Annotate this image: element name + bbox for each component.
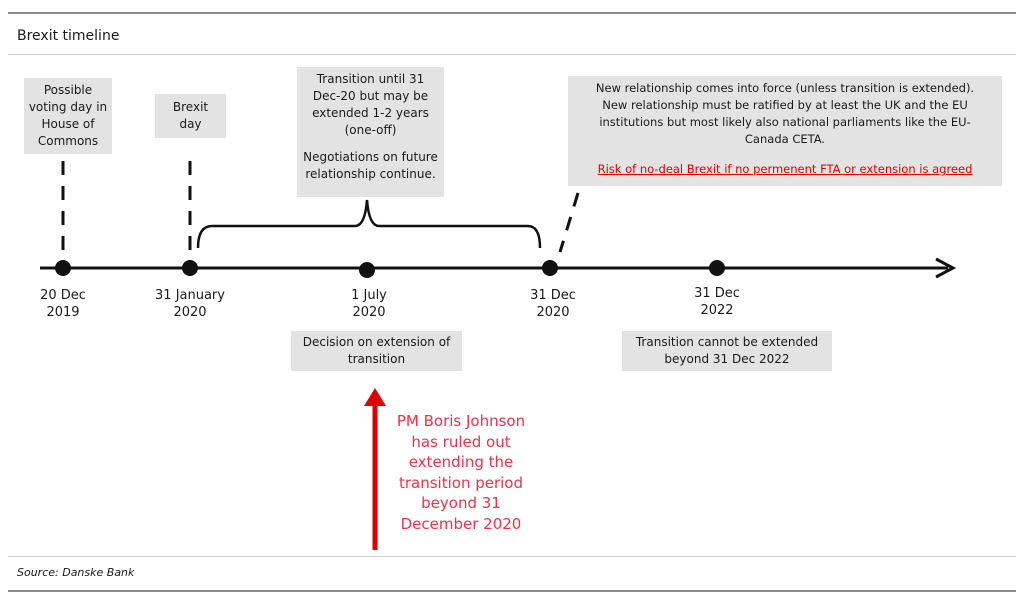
note-line: extending the — [408, 453, 514, 471]
dashed-connector-new-relationship — [558, 192, 580, 253]
transition-line: Negotiations on future — [303, 150, 438, 164]
milestone-dot-31dec2020 — [542, 260, 558, 276]
date-1jul2020: 1 July 2020 — [329, 287, 409, 321]
date-line: 1 July — [351, 288, 387, 303]
date-31dec2020: 31 Dec 2020 — [513, 287, 593, 321]
new-relationship-line: Canada CETA. — [744, 132, 826, 146]
decision-line: Decision on extension of — [302, 335, 451, 349]
johnson-note: PM Boris Johnson has ruled out extending… — [380, 411, 542, 534]
milestone-dot-31dec2022 — [709, 260, 725, 276]
decision-box: Decision on extension of transition — [291, 331, 462, 371]
date-31jan2020: 31 January 2020 — [140, 287, 240, 321]
note-line: transition period — [398, 473, 523, 492]
top-rule — [8, 12, 1016, 14]
brexit-day-line: day — [179, 117, 202, 131]
cannot-extend-box: Transition cannot be extended beyond 31 … — [622, 331, 832, 371]
source-divider — [8, 556, 1016, 557]
transition-line: Transition until 31 — [316, 72, 425, 86]
date-line: 2020 — [173, 305, 207, 320]
note-line: beyond 31 — [421, 494, 501, 512]
voting-day-line: Commons — [37, 134, 99, 148]
date-31dec2022: 31 Dec 2022 — [677, 285, 757, 319]
milestone-dot-20dec2019 — [55, 260, 71, 276]
date-line: 2020 — [536, 305, 570, 320]
new-relationship-line: institutions but most likely also nation… — [599, 115, 971, 129]
date-line: 2019 — [46, 305, 80, 320]
date-line: 31 Dec — [694, 286, 740, 301]
new-relationship-line: New relationship comes into force (unles… — [595, 81, 975, 95]
page-title: Brexit timeline — [17, 28, 120, 44]
transition-line: Dec-20 but may be — [312, 89, 429, 103]
transition-box: Transition until 31 Dec-20 but may be ex… — [297, 67, 444, 197]
date-20dec2019: 20 Dec 2019 — [23, 287, 103, 321]
brexit-day-box: Brexit day — [155, 94, 226, 138]
date-line: 2020 — [352, 305, 386, 320]
transition-brace — [196, 199, 542, 249]
cannot-extend-line: beyond 31 Dec 2022 — [664, 352, 790, 366]
cannot-extend-line: Transition cannot be extended — [635, 335, 819, 349]
date-line: 31 Dec — [530, 288, 576, 303]
note-line: has ruled out — [411, 432, 511, 451]
voting-day-line: Possible — [43, 83, 93, 97]
new-relationship-box: New relationship comes into force (unles… — [568, 76, 1002, 186]
note-line: December 2020 — [400, 514, 522, 533]
transition-line: relationship continue. — [305, 167, 436, 181]
transition-line: (one-off) — [344, 123, 397, 137]
decision-line: transition — [347, 352, 406, 366]
new-relationship-line: New relationship must be ratified by at … — [602, 98, 968, 112]
source-note: Source: Danske Bank — [17, 566, 135, 579]
timeline-arrowhead — [935, 257, 957, 279]
title-divider — [8, 54, 1016, 55]
voting-day-line: House of — [41, 117, 95, 131]
bottom-rule — [8, 590, 1016, 592]
no-deal-warning: Risk of no-deal Brexit if no permenent F… — [597, 162, 973, 176]
transition-line: extended 1-2 years — [312, 106, 429, 120]
milestone-dot-31jan2020 — [182, 260, 198, 276]
brexit-day-line: Brexit — [172, 100, 209, 114]
note-line: PM Boris Johnson — [396, 412, 526, 430]
milestone-dot-1jul2020 — [359, 262, 375, 278]
date-line: 2022 — [700, 303, 734, 318]
voting-day-box: Possible voting day in House of Commons — [24, 78, 112, 154]
date-line: 20 Dec — [40, 288, 86, 303]
date-line: 31 January — [155, 288, 225, 303]
voting-day-line: voting day in — [28, 100, 108, 114]
red-arrow-head — [364, 388, 386, 406]
